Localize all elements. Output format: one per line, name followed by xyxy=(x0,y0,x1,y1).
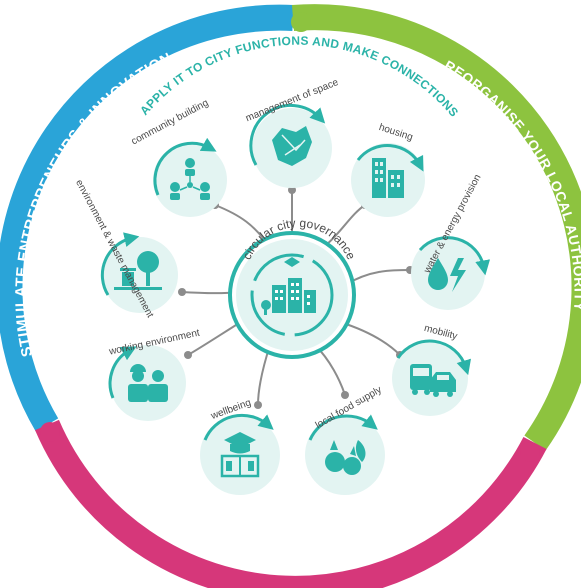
node-local-food-supply: local food supply xyxy=(305,384,385,495)
node-working-environment: working environment xyxy=(107,328,201,421)
puzzle-knob-top xyxy=(291,12,311,32)
bus-car-icon xyxy=(410,364,456,397)
node-community-building: community building xyxy=(130,98,227,217)
buildings-icon xyxy=(372,158,404,198)
puzzle-knob-left xyxy=(40,422,60,442)
node-wellbeing: wellbeing xyxy=(200,397,280,495)
city-buildings-icon xyxy=(261,257,316,315)
connector-mobility xyxy=(339,321,401,356)
node-management-of-space: management of space xyxy=(244,77,340,188)
graduation-sports-icon xyxy=(220,432,260,478)
puzzle-knob-right xyxy=(520,442,540,462)
people-network-icon xyxy=(170,158,210,200)
ring-segment-citizens xyxy=(35,419,547,588)
node-housing: housing xyxy=(351,122,425,217)
hub: circular city governance xyxy=(228,216,358,359)
vegetables-icon xyxy=(325,440,366,475)
ring-segment-entrepreneurs xyxy=(0,4,294,432)
tree-bin-icon xyxy=(114,251,162,290)
node-label-mobility: mobility xyxy=(423,323,459,342)
ring-segment-local-authority xyxy=(291,4,581,451)
water-energy-icon xyxy=(428,258,466,292)
ring-label-citizens: STIMULATE CITIZENS INITIATIVES xyxy=(165,504,420,552)
workers-icon xyxy=(128,364,168,402)
node-label-housing: housing xyxy=(377,122,414,143)
node-mobility: mobility xyxy=(392,323,471,416)
